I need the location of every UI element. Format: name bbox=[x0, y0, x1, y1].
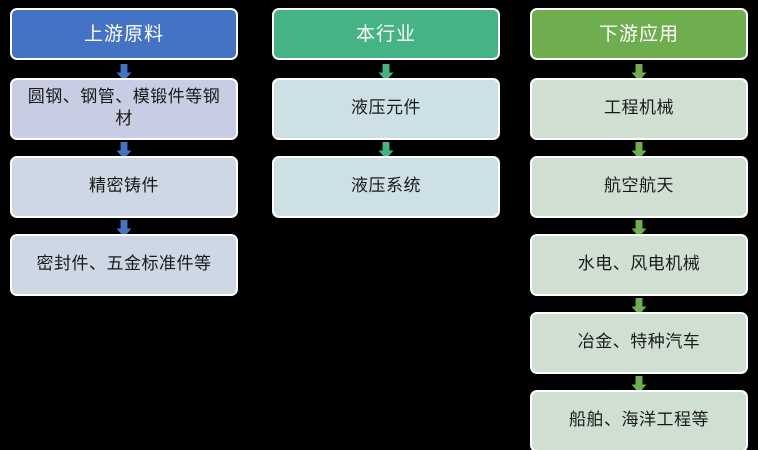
column-header-downstream[interactable]: 下游应用 bbox=[530, 8, 748, 60]
column-header-upstream[interactable]: 上游原料 bbox=[10, 8, 238, 60]
node-upstream-3[interactable]: 密封件、五金标准件等 bbox=[10, 234, 238, 296]
node-downstream-2[interactable]: 航空航天 bbox=[530, 156, 748, 218]
node-upstream-2[interactable]: 精密铸件 bbox=[10, 156, 238, 218]
node-downstream-1[interactable]: 工程机械 bbox=[530, 78, 748, 140]
column-header-industry[interactable]: 本行业 bbox=[272, 8, 500, 60]
node-downstream-3[interactable]: 水电、风电机械 bbox=[530, 234, 748, 296]
node-industry-1[interactable]: 液压元件 bbox=[272, 78, 500, 140]
column-upstream: 上游原料 圆钢、钢管、模锻件等钢材 精密铸件 密封件、五金标准件等 bbox=[0, 0, 248, 450]
column-downstream: 下游应用 工程机械 航空航天 水电、风电机械 冶金、特种汽车 船舶、海洋工程等 bbox=[520, 0, 758, 450]
node-downstream-5[interactable]: 船舶、海洋工程等 bbox=[530, 390, 748, 450]
node-upstream-1[interactable]: 圆钢、钢管、模锻件等钢材 bbox=[10, 78, 238, 140]
node-downstream-4[interactable]: 冶金、特种汽车 bbox=[530, 312, 748, 374]
node-industry-2[interactable]: 液压系统 bbox=[272, 156, 500, 218]
column-industry: 本行业 液压元件 液压系统 bbox=[262, 0, 510, 450]
